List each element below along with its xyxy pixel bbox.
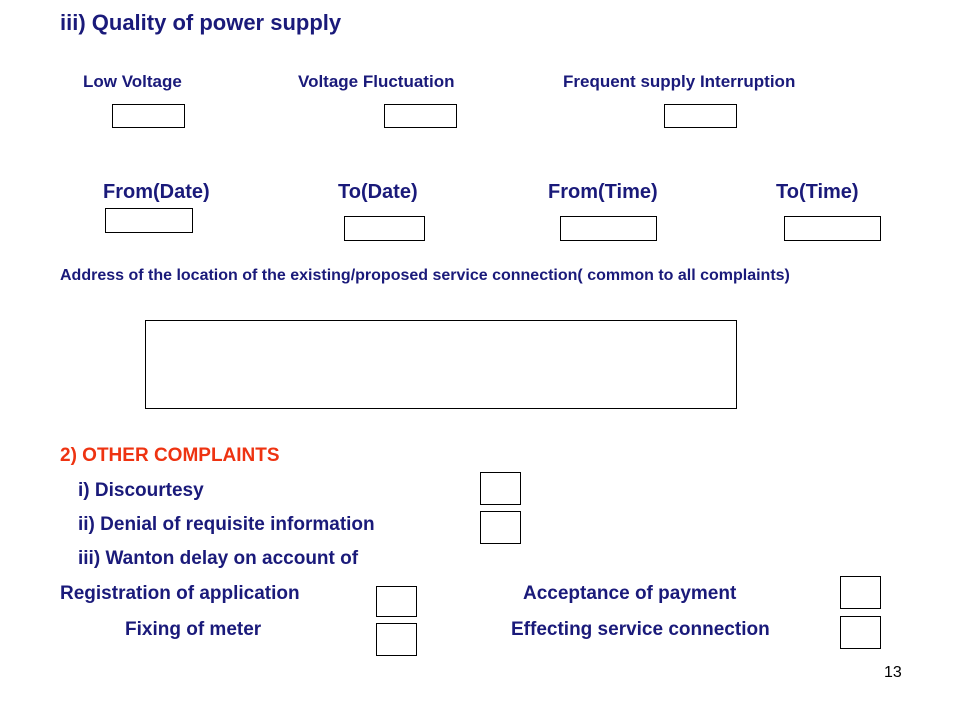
- from-date-label: From(Date): [103, 181, 210, 203]
- to-date-field[interactable]: [344, 216, 425, 241]
- from-date-field[interactable]: [105, 208, 193, 233]
- denial-checkbox[interactable]: [480, 511, 521, 544]
- to-date-label: To(Date): [338, 181, 418, 203]
- section-title: iii) Quality of power supply: [60, 10, 342, 35]
- fixing-meter-label: Fixing of meter: [125, 619, 262, 640]
- acceptance-checkbox[interactable]: [840, 576, 881, 609]
- wanton-delay-label: iii) Wanton delay on account of: [78, 548, 359, 569]
- denial-label: ii) Denial of requisite information: [78, 514, 375, 535]
- registration-label: Registration of application: [60, 583, 300, 604]
- page-number: 13: [884, 664, 902, 681]
- effecting-connection-checkbox[interactable]: [840, 616, 881, 649]
- address-field[interactable]: [145, 320, 737, 409]
- acceptance-label: Acceptance of payment: [523, 583, 737, 604]
- other-complaints-heading: 2) OTHER COMPLAINTS: [60, 445, 280, 466]
- low-voltage-checkbox[interactable]: [112, 104, 185, 128]
- from-time-field[interactable]: [560, 216, 657, 241]
- low-voltage-label: Low Voltage: [83, 72, 182, 91]
- fixing-meter-checkbox[interactable]: [376, 623, 417, 656]
- discourtesy-checkbox[interactable]: [480, 472, 521, 505]
- registration-checkbox[interactable]: [376, 586, 417, 617]
- effecting-connection-label: Effecting service connection: [511, 619, 770, 640]
- from-time-label: From(Time): [548, 181, 658, 203]
- to-time-field[interactable]: [784, 216, 881, 241]
- interruption-checkbox[interactable]: [664, 104, 737, 128]
- voltage-fluctuation-label: Voltage Fluctuation: [298, 72, 455, 91]
- to-time-label: To(Time): [776, 181, 859, 203]
- interruption-label: Frequent supply Interruption: [563, 72, 796, 91]
- address-label: Address of the location of the existing/…: [60, 267, 790, 284]
- voltage-fluctuation-checkbox[interactable]: [384, 104, 457, 128]
- discourtesy-label: i) Discourtesy: [78, 480, 204, 501]
